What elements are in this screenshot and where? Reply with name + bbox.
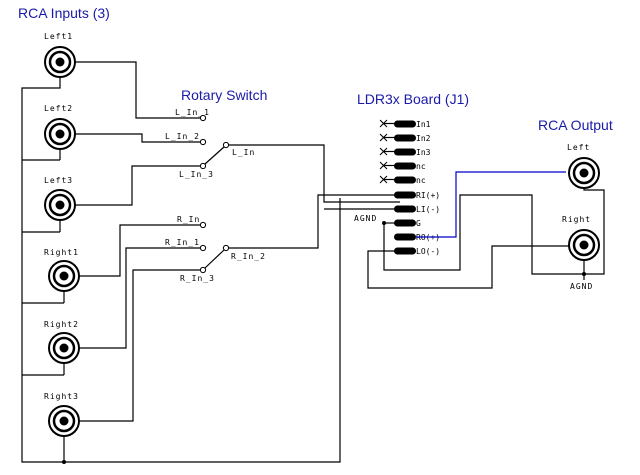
- switch-label-l-in-3: L_In_3: [179, 170, 214, 179]
- agnd-label-left: AGND: [354, 214, 377, 223]
- board-pin-ri: RI(+): [394, 191, 440, 200]
- jack-label-right3: Right3: [44, 392, 79, 401]
- output-label-left: Left: [567, 143, 590, 152]
- svg-text:nc: nc: [416, 162, 426, 171]
- rca-inputs-title: RCA Inputs (3): [18, 5, 110, 21]
- input-signal-wires: [75, 61, 200, 422]
- jack-label-left3: Left3: [44, 176, 73, 185]
- svg-text:In1: In1: [416, 120, 431, 129]
- rca-jack-right2: [48, 332, 80, 364]
- board-pin-in2: In2: [379, 133, 431, 143]
- rca-jack-left1: [44, 46, 76, 78]
- jack-label-left1: Left1: [44, 32, 73, 41]
- rotary-switch-right-deck: R_In R_In_1 R_In_3 R_In_2: [165, 194, 400, 283]
- ldr-board-connector: In1 In2 In3 nc nc: [379, 119, 440, 256]
- agnd-label-right: AGND: [570, 282, 593, 291]
- switch-label-l-in-1: L_In_1: [175, 108, 210, 117]
- rca-jack-right1: [48, 260, 80, 292]
- board-pin-nc1: nc: [379, 161, 426, 171]
- rca-jack-right3: [48, 405, 80, 437]
- svg-text:In3: In3: [416, 148, 431, 157]
- svg-text:nc: nc: [416, 176, 426, 185]
- ldr-board-title: LDR3x Board (J1): [357, 91, 469, 107]
- board-pin-g: G: [394, 219, 421, 228]
- switch-label-l-in-2: L_In_2: [165, 132, 200, 141]
- board-pin-nc2: nc: [379, 175, 426, 185]
- board-pin-in1: In1: [379, 119, 431, 129]
- rca-output-jack-right: [568, 229, 600, 261]
- switch-label-r-in-3: R_In_3: [180, 274, 215, 283]
- rca-jack-left2: [44, 118, 76, 150]
- jack-label-right1: Right1: [44, 248, 79, 257]
- output-wiring: [367, 171, 605, 289]
- jack-label-left2: Left2: [44, 104, 73, 113]
- board-pin-li: LI(-): [394, 205, 440, 214]
- switch-label-l-in: L_In: [232, 148, 255, 157]
- switch-label-r-in-1: R_In_1: [165, 238, 200, 247]
- svg-text:In2: In2: [416, 134, 431, 143]
- svg-text:LI(-): LI(-): [416, 205, 440, 214]
- rca-output-jack-left: [568, 157, 600, 189]
- rca-jack-left3: [44, 189, 76, 221]
- rotary-switch-title: Rotary Switch: [181, 87, 267, 103]
- board-pin-in3: In3: [379, 147, 431, 157]
- switch-label-r-in-2: R_In_2: [231, 252, 266, 261]
- output-label-right: Right: [562, 215, 591, 224]
- svg-text:G: G: [416, 219, 421, 228]
- rca-output-title: RCA Output: [538, 117, 613, 133]
- switch-label-r-in: R_In: [177, 215, 200, 224]
- svg-text:RI(+): RI(+): [416, 191, 440, 200]
- input-ground-bus: [21, 77, 341, 464]
- jack-label-right2: Right2: [44, 320, 79, 329]
- rotary-switch-left-deck: L_In_1 L_In_2 L_In_3 L_In: [165, 108, 400, 203]
- svg-text:LO(-): LO(-): [416, 247, 440, 256]
